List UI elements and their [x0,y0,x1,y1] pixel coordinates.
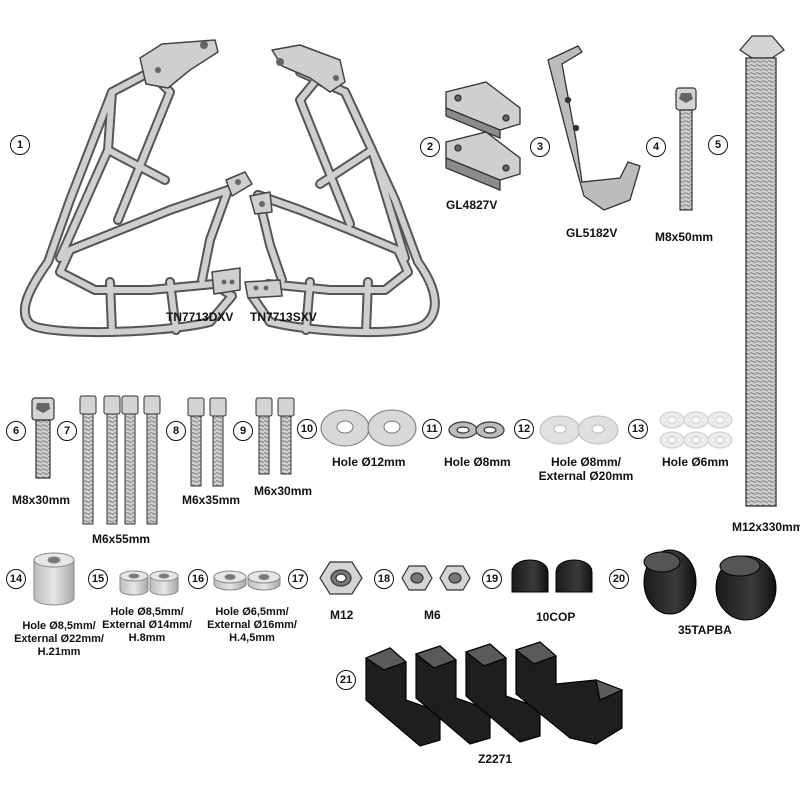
label-gl5182v: GL5182V [566,226,618,240]
callout-14: 14 [6,569,26,589]
label-m8x30: M8x30mm [12,493,71,507]
callout-17: 17 [288,569,308,589]
washers-6mm [659,411,733,449]
clamps-z2271 [364,641,624,747]
callout-10: 10 [297,419,317,439]
label-m6x30: M6x30mm [254,484,313,498]
callout-8: 8 [166,421,186,441]
callout-7: 7 [57,421,77,441]
callout-13: 13 [628,419,648,439]
callout-3: 3 [530,137,550,157]
label-hole-8: Hole Ø8mm [444,455,511,469]
callout-20: 20 [609,569,629,589]
washers-12mm [320,409,417,447]
label-hole-12: Hole Ø12mm [332,455,406,469]
label-hole-6: Hole Ø6mm [662,455,729,469]
label-spacer-8-line3: H.8mm [128,632,166,644]
nut-m12 [319,561,363,595]
mounting-plates [445,81,521,191]
label-washer-8-20-line1: Hole Ø8mm/ [550,455,622,469]
label-spacer-8-line1: Hole Ø8,5mm/ [110,606,184,618]
label-spacer-21: Hole Ø8,5mm/ External Ø22mm/ H.21mm [14,620,104,659]
callout-2: 2 [420,137,440,157]
label-tn7713dxv: TN7713DXV [166,310,234,324]
callout-18: 18 [374,569,394,589]
label-m6x55: M6x55mm [92,532,151,546]
callout-16: 16 [188,569,208,589]
nuts-m6 [401,565,471,591]
label-spacer-4-5-line2: External Ø16mm/ [207,619,297,631]
callout-9: 9 [233,421,253,441]
label-washer-8-20-line2: External Ø20mm [538,469,634,483]
spacers-4-5mm [213,570,281,591]
label-m8x50: M8x50mm [655,230,714,244]
bolt-m8x30 [31,397,55,479]
label-gl4827v: GL4827V [446,198,498,212]
label-spacer-21-line2: External Ø22mm/ [14,633,104,645]
callout-15: 15 [88,569,108,589]
label-spacer-21-line1: Hole Ø8,5mm/ [22,620,96,632]
label-m12x330: M12x330mm [732,520,800,534]
bolt-m8x50 [675,87,697,211]
label-spacer-4-5-line3: H.4,5mm [229,632,275,644]
label-m6: M6 [424,608,441,622]
callout-11: 11 [422,419,442,439]
caps-10cop [511,559,593,593]
label-tn7713sxv: TN7713SXV [250,310,317,324]
spacers-8mm [119,570,179,596]
callout-1: 1 [10,135,30,155]
label-spacer-4-5-line1: Hole Ø6,5mm/ [215,606,289,618]
washers-8mm-20mm [539,415,619,445]
callout-6: 6 [6,421,26,441]
label-spacer-4-5: Hole Ø6,5mm/ External Ø16mm/ H.4,5mm [206,606,298,645]
label-spacer-8: Hole Ø8,5mm/ External Ø14mm/ H.8mm [102,606,192,645]
bracket [547,45,641,211]
callout-4: 4 [646,137,666,157]
callout-19: 19 [482,569,502,589]
label-spacer-8-line2: External Ø14mm/ [102,619,192,631]
label-spacer-21-line3: H.21mm [37,646,81,658]
bolts-m6x35 [187,397,227,487]
bolts-m6x55 [79,395,161,525]
label-10cop: 10COP [536,610,576,624]
label-35tapba: 35TAPBA [678,623,732,637]
plugs-35tapba [643,549,777,621]
label-z2271: Z2271 [478,752,513,766]
lock-washers-8mm [448,421,505,439]
crash-bar-frame [19,39,440,338]
label-washer-8-20: Hole Ø8mm/ External Ø20mm [538,455,634,483]
label-m6x35: M6x35mm [182,493,241,507]
bolt-m12x330 [739,35,785,507]
spacer-21mm [33,552,75,606]
callout-12: 12 [514,419,534,439]
label-m12: M12 [330,608,354,622]
bolts-m6x30 [255,397,295,475]
callout-21: 21 [336,670,356,690]
callout-5: 5 [708,135,728,155]
